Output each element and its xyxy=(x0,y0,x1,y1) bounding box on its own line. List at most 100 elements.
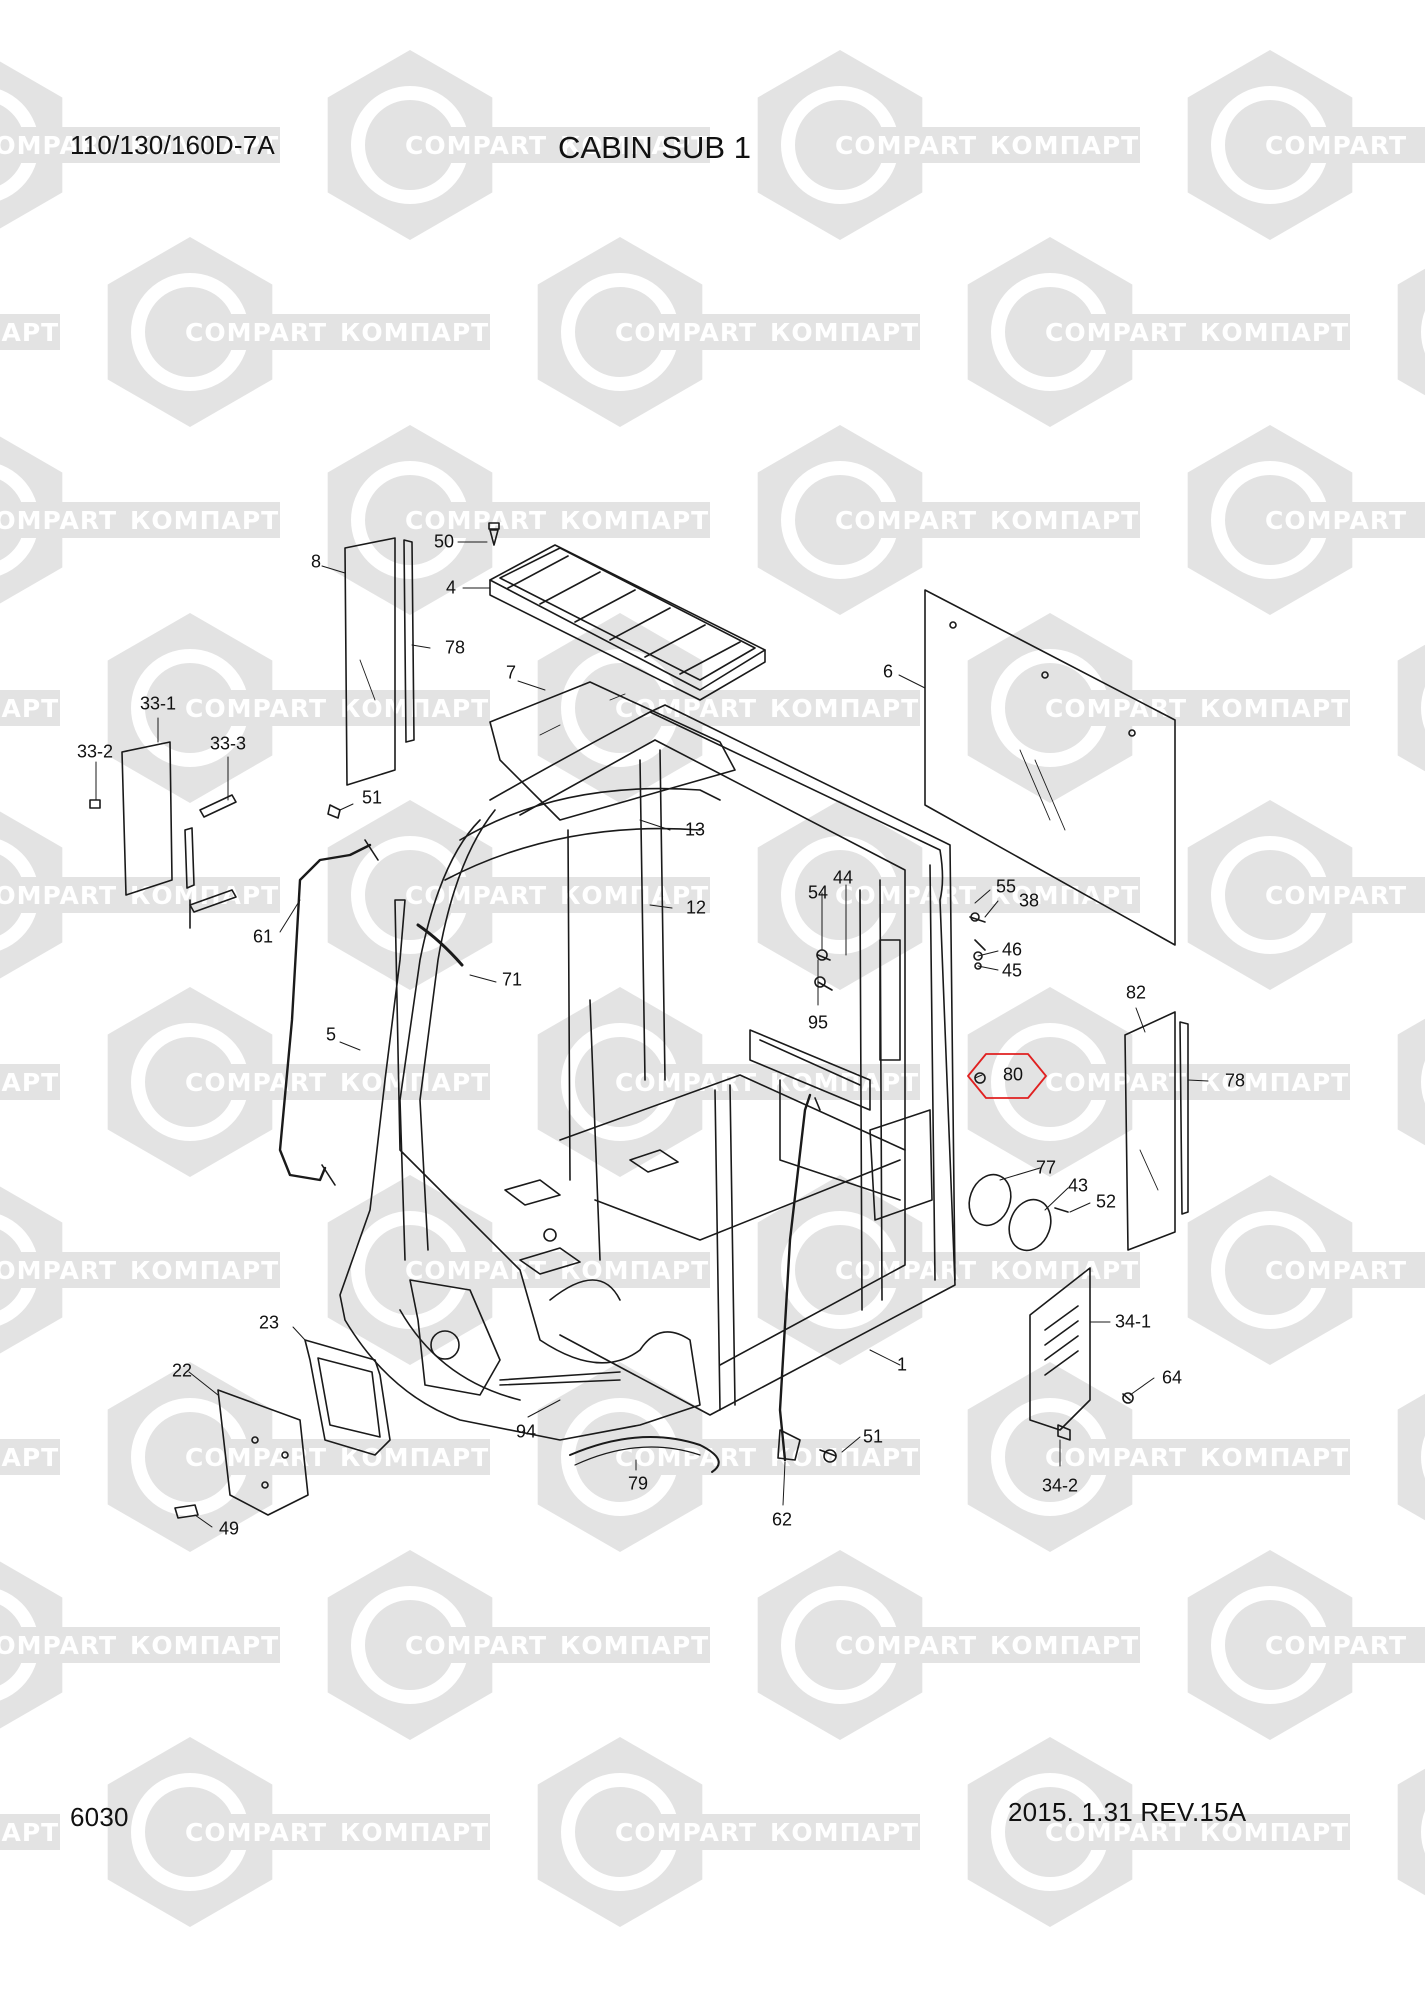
callout-part-23[interactable]: 23 xyxy=(258,1312,280,1333)
callout-part-33-2[interactable]: 33-2 xyxy=(76,741,114,762)
callout-part-79[interactable]: 79 xyxy=(627,1473,649,1494)
watermark-text-cyrillic: КОМПАРТ xyxy=(340,1818,489,1847)
watermark-text-cyrillic: КОМПАРТ xyxy=(0,1818,59,1847)
callout-part-46[interactable]: 46 xyxy=(1001,939,1023,960)
watermark-text-cyrillic: КОМПАРТ xyxy=(1200,1068,1349,1097)
watermark-text-cyrillic: КОМПАРТ xyxy=(990,1631,1139,1660)
watermark-text-latin: COMPART xyxy=(835,131,977,160)
callout-part-71[interactable]: 71 xyxy=(501,969,523,990)
roof-guard-part xyxy=(489,544,766,701)
callout-part-22[interactable]: 22 xyxy=(171,1360,193,1381)
callout-part-6[interactable]: 6 xyxy=(882,661,894,682)
plate-22-part xyxy=(217,1389,309,1516)
watermark-text-cyrillic: КОМПАРТ xyxy=(0,318,59,347)
callout-part-51b[interactable]: 51 xyxy=(862,1426,884,1447)
watermark-text-cyrillic: КОМПАРТ xyxy=(0,694,59,723)
callout-part-45[interactable]: 45 xyxy=(1001,960,1023,981)
watermark-tile: КОМПАРТ COMPART xyxy=(980,1175,1425,1365)
callout-part-62[interactable]: 62 xyxy=(771,1509,793,1530)
watermark-text-latin: COMPART xyxy=(0,1256,117,1285)
watermark-text-cyrillic: КОМПАРТ xyxy=(770,318,919,347)
watermark-text-cyrillic: КОМПАРТ xyxy=(560,131,709,160)
side-panel-part xyxy=(1029,1267,1091,1441)
watermark-text-latin: COMPART xyxy=(615,1068,757,1097)
top-glass-part xyxy=(489,681,736,821)
callout-part-64[interactable]: 64 xyxy=(1161,1367,1183,1388)
cabin-frame-part xyxy=(399,704,956,1416)
watermark-text-latin: COMPART xyxy=(1045,1818,1187,1847)
callout-part-34-1[interactable]: 34-1 xyxy=(1114,1311,1152,1332)
callout-part-51a[interactable]: 51 xyxy=(361,787,383,808)
watermark-tile: КОМПАРТ COMPART xyxy=(980,1550,1425,1740)
watermark-text-latin: COMPART xyxy=(615,1818,757,1847)
callout-part-54[interactable]: 54 xyxy=(807,882,829,903)
plate-23-part xyxy=(304,1339,391,1456)
callout-part-77[interactable]: 77 xyxy=(1035,1157,1057,1178)
callout-part-80[interactable]: 80 xyxy=(1002,1064,1024,1085)
callout-part-49[interactable]: 49 xyxy=(218,1518,240,1539)
watermark-text-latin: COMPART xyxy=(1265,1256,1407,1285)
right-handrail-part xyxy=(777,1093,821,1462)
watermark-text-latin: COMPART xyxy=(1265,506,1407,535)
callout-part-33-3[interactable]: 33-3 xyxy=(209,733,247,754)
callout-part-44[interactable]: 44 xyxy=(832,867,854,888)
watermark-text-latin: COMPART xyxy=(185,1068,327,1097)
callout-part-1[interactable]: 1 xyxy=(896,1354,908,1375)
part-80-highlight xyxy=(967,1053,1047,1099)
callout-part-52[interactable]: 52 xyxy=(1095,1191,1117,1212)
watermark-text-latin: COMPART xyxy=(1045,694,1187,723)
watermark-text-latin: COMPART xyxy=(1265,881,1407,910)
callout-part-8[interactable]: 8 xyxy=(310,551,322,572)
callout-part-78b[interactable]: 78 xyxy=(1224,1070,1246,1091)
callout-part-43[interactable]: 43 xyxy=(1067,1175,1089,1196)
watermark-text-latin: COMPART xyxy=(0,131,117,160)
callout-part-55[interactable]: 55 xyxy=(995,876,1017,897)
callout-part-12[interactable]: 12 xyxy=(685,897,707,918)
watermark-text-latin: COMPART xyxy=(0,1631,117,1660)
bolt-49-part xyxy=(174,1504,199,1519)
watermark-text-cyrillic: КОМПАРТ xyxy=(990,1256,1139,1285)
watermark-text-cyrillic: КОМПАРТ xyxy=(1200,318,1349,347)
watermark-text-cyrillic: КОМПАРТ xyxy=(130,1256,279,1285)
leader-lines xyxy=(95,541,1209,1528)
callout-part-5[interactable]: 5 xyxy=(325,1024,337,1045)
handle-71-part xyxy=(416,923,464,967)
watermark-text-latin: COMPART xyxy=(185,694,327,723)
callout-part-61[interactable]: 61 xyxy=(252,926,274,947)
callout-part-34-2[interactable]: 34-2 xyxy=(1041,1475,1079,1496)
callout-part-7[interactable]: 7 xyxy=(505,662,517,683)
callout-part-33-1[interactable]: 33-1 xyxy=(139,693,177,714)
watermark-text-cyrillic: КОМПАРТ xyxy=(340,1443,489,1472)
watermark-text-cyrillic: КОМПАРТ xyxy=(560,1631,709,1660)
callout-part-38[interactable]: 38 xyxy=(1018,890,1040,911)
callout-part-13[interactable]: 13 xyxy=(684,819,706,840)
callout-part-50[interactable]: 50 xyxy=(433,531,455,552)
callout-part-78a[interactable]: 78 xyxy=(444,637,466,658)
watermark-text-cyrillic: КОМПАРТ xyxy=(990,131,1139,160)
callout-part-82[interactable]: 82 xyxy=(1125,982,1147,1003)
callout-part-4[interactable]: 4 xyxy=(445,577,457,598)
watermark-text-cyrillic: КОМПАРТ xyxy=(1200,1443,1349,1472)
callout-part-94[interactable]: 94 xyxy=(515,1421,537,1442)
right-glass-part xyxy=(1124,1011,1189,1251)
watermark-text-cyrillic: КОМПАРТ xyxy=(340,318,489,347)
watermark-text-latin: COMPART xyxy=(405,131,547,160)
watermark-text-latin: COMPART xyxy=(1265,1631,1407,1660)
callout-part-95[interactable]: 95 xyxy=(807,1012,829,1033)
watermark-text-latin: COMPART xyxy=(1045,1068,1187,1097)
watermark-text-cyrillic: КОМПАРТ xyxy=(0,1443,59,1472)
watermark-text-cyrillic: КОМПАРТ xyxy=(770,1068,919,1097)
watermark-text-latin: COMPART xyxy=(0,506,117,535)
small-plate-part xyxy=(89,741,237,929)
watermark-text-latin: COMPART xyxy=(615,318,757,347)
left-handrail-part xyxy=(278,839,379,1186)
watermark-text-cyrillic: КОМПАРТ xyxy=(770,1818,919,1847)
front-door-part xyxy=(339,899,701,1441)
